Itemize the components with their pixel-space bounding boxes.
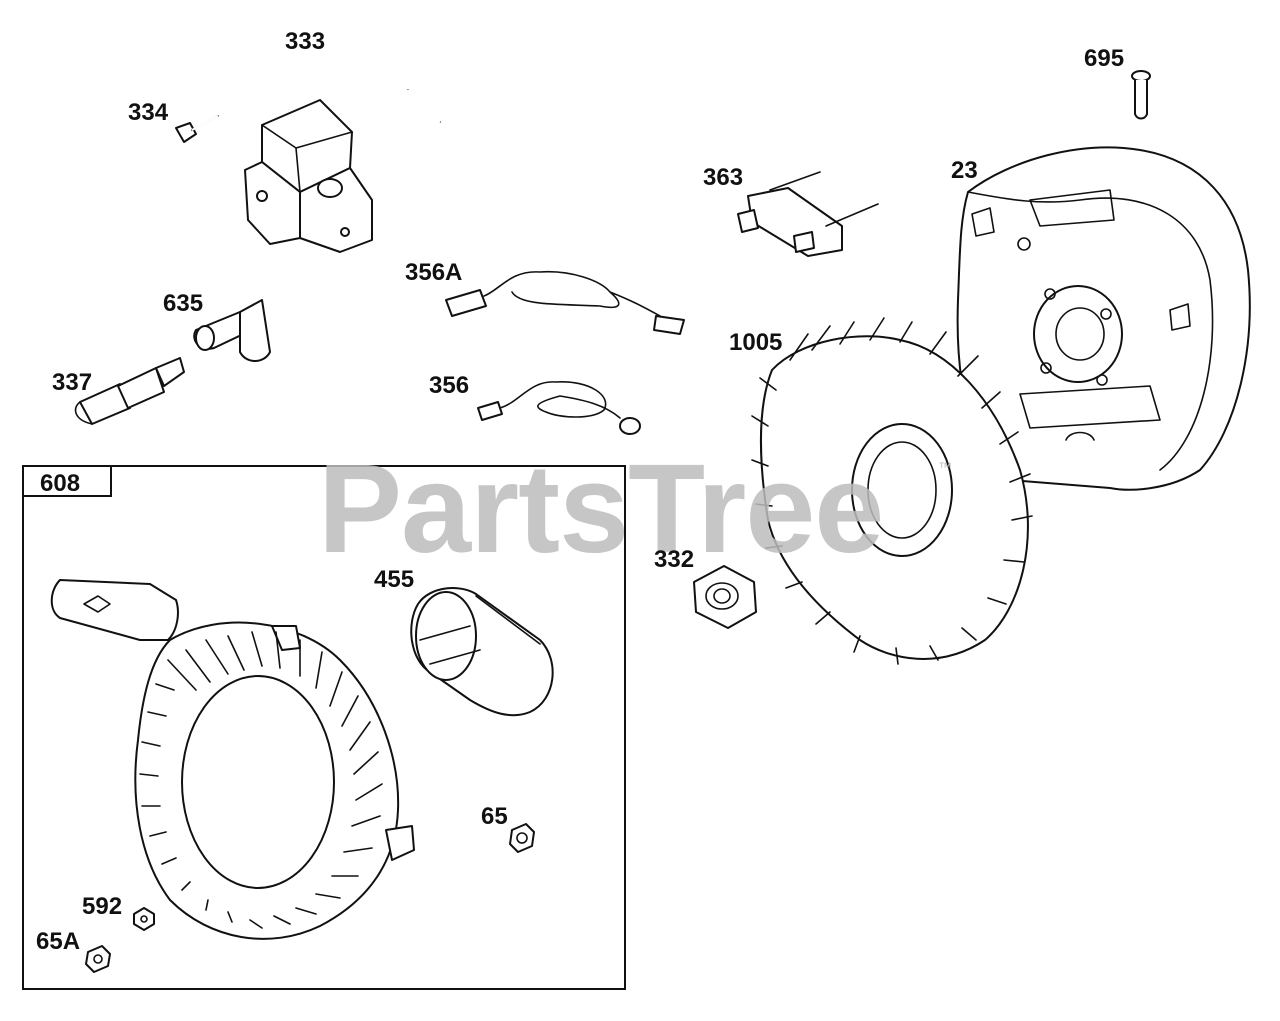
screw-334 <box>175 115 219 143</box>
nut-592 <box>133 907 155 931</box>
watermark: PartsTree <box>318 438 884 579</box>
flywheel-key-695 <box>1131 70 1151 120</box>
callout-356A[interactable]: 356A <box>405 259 463 286</box>
starter-cup-455 <box>410 587 554 717</box>
bolt-65 <box>509 823 535 853</box>
callout-65A[interactable]: 65A <box>36 928 81 955</box>
bolt-65A <box>85 945 111 973</box>
callout-332[interactable]: 332 <box>654 546 695 573</box>
callout-333[interactable]: 333 <box>285 28 326 55</box>
rewind-starter-608 <box>50 579 415 940</box>
callout-337[interactable]: 337 <box>52 369 93 396</box>
cooling-fan-1005 <box>751 317 1033 665</box>
spark-plug-boot-635 <box>193 299 271 362</box>
callout-635[interactable]: 635 <box>163 290 204 317</box>
flywheel-nut-332 <box>693 565 757 629</box>
kit-box-tag: 608 <box>22 465 112 497</box>
flywheel-23 <box>956 146 1251 491</box>
callout-356[interactable]: 356 <box>429 372 470 399</box>
ground-wire-356 <box>477 381 641 435</box>
callout-23[interactable]: 23 <box>951 157 978 184</box>
watermark-trademark: ™ <box>938 459 952 475</box>
callout-334[interactable]: 334 <box>128 99 169 126</box>
spark-plug-337 <box>74 357 185 425</box>
ignition-armature <box>244 99 373 253</box>
callout-695[interactable]: 695 <box>1084 45 1125 72</box>
callout-592[interactable]: 592 <box>82 893 123 920</box>
kit-box-label: 608 <box>40 470 81 497</box>
callout-455[interactable]: 455 <box>374 566 415 593</box>
kit-box-608 <box>22 465 626 990</box>
callout-65[interactable]: 65 <box>481 803 508 830</box>
wire-harness-356A <box>445 270 685 335</box>
callout-363[interactable]: 363 <box>703 164 744 191</box>
armature-bracket-363 <box>737 171 879 257</box>
callout-1005[interactable]: 1005 <box>729 329 783 356</box>
